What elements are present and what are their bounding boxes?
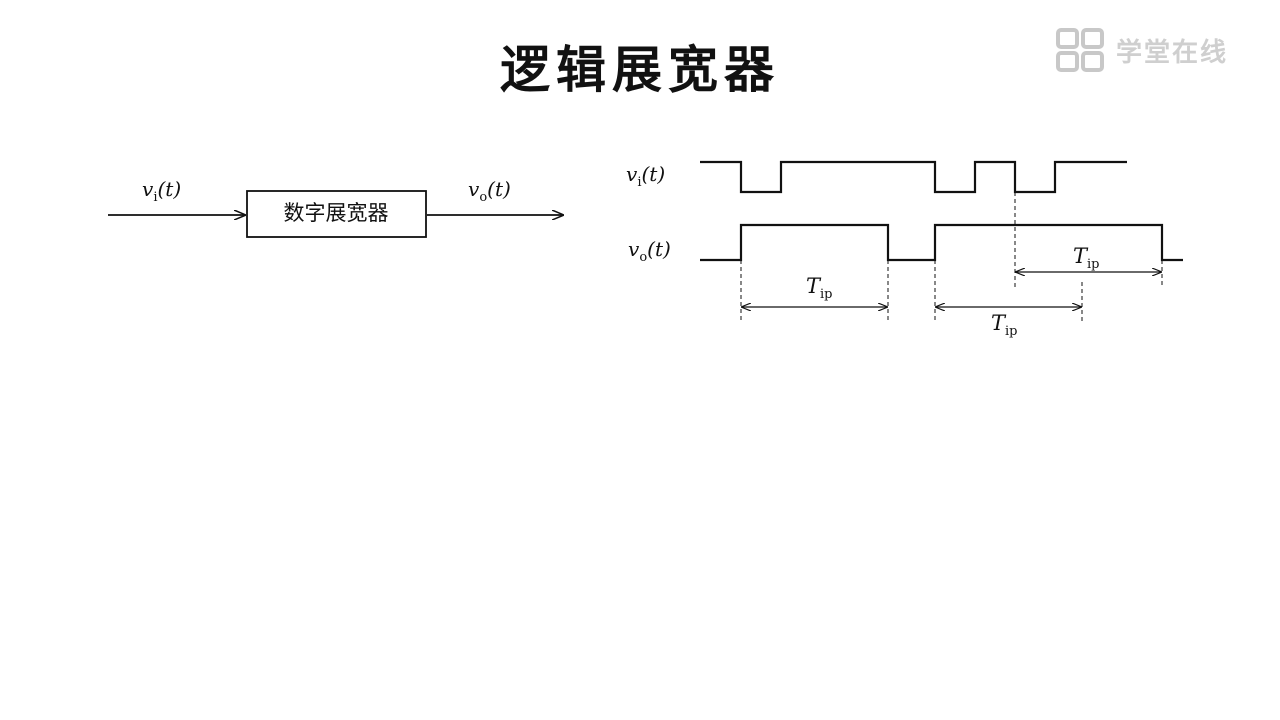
digital-stretcher-box [246,190,427,238]
watermark-text: 学堂在线 [1116,37,1229,68]
pulse-width-label-1: Tip [806,274,833,302]
input-label: vi(t) [142,177,181,205]
pulse-width-label-3: Tip [1073,244,1100,272]
box-label: 数字展宽器 [284,201,389,225]
output-label: vo(t) [468,177,511,205]
watermark: 学堂在线 [1056,24,1266,76]
slide-title: 逻辑展宽器 [500,41,780,99]
pulse-width-label-2: Tip [991,311,1018,339]
block-diagram: vi(t) 数字展宽器 vo(t) [108,177,563,238]
output-waveform [700,223,1183,262]
output-signal-label: vo(t) [628,237,671,265]
timing-diagram: vi(t) vo(t) Tip Tip Tip [626,160,1183,339]
input-signal-label: vi(t) [626,162,665,190]
input-waveform [700,160,1127,194]
logo-mark-icon [1056,28,1104,72]
